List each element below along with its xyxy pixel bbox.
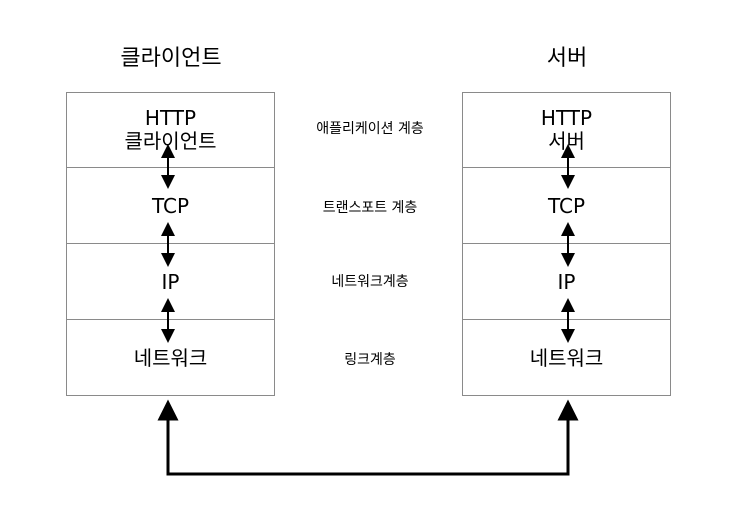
label-application-layer: 애플리케이션 계층 (316, 121, 424, 137)
label-network-layer: 네트워크계층 (331, 274, 409, 290)
client-title: 클라이언트 (120, 46, 222, 71)
label-link-layer: 링크계층 (344, 352, 396, 368)
network-link-path (157, 399, 579, 476)
server-title: 서버 (546, 46, 588, 71)
server-layer-application: HTTP 서버 (540, 106, 593, 153)
label-transport-layer: 트랜스포트 계층 (322, 200, 418, 216)
client-layer-application: HTTP 클라이언트 (124, 106, 217, 153)
